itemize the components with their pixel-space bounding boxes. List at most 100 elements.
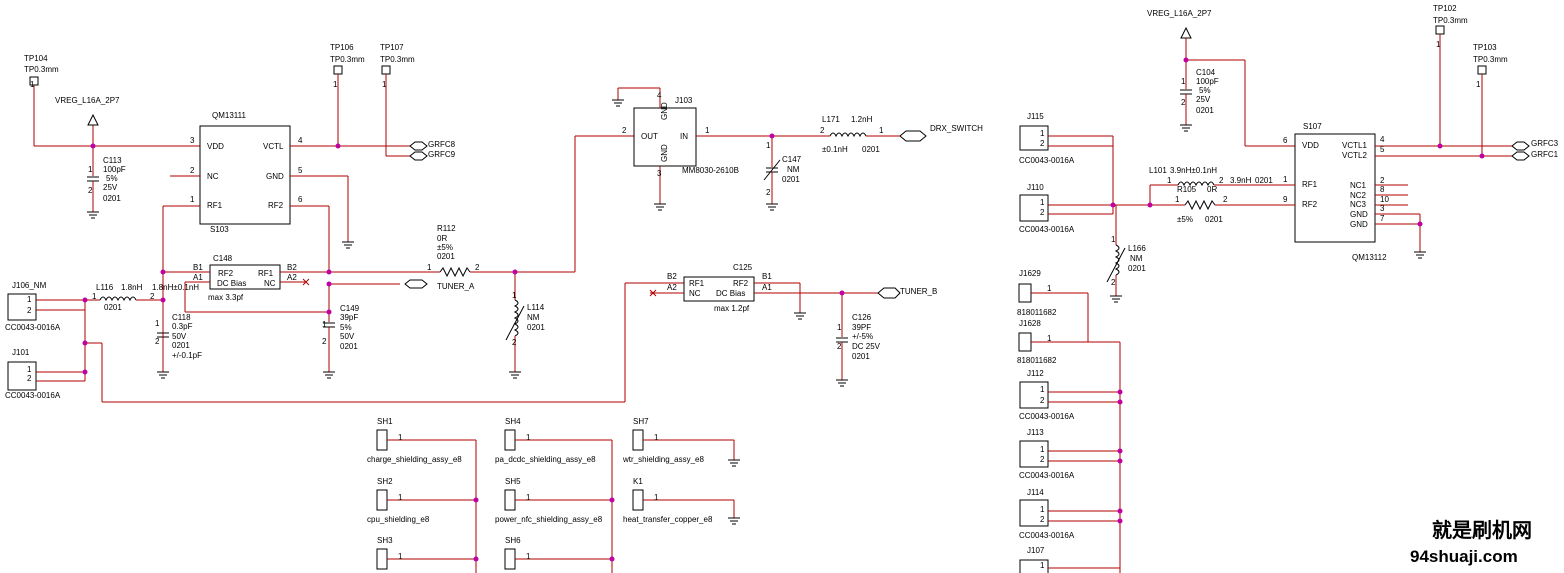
label-s107nc2: NC2 (1350, 191, 1367, 200)
drx-switch-port (899, 130, 927, 142)
wires-middle (611, 87, 927, 387)
label-sh7: SH7 (633, 417, 649, 426)
label-j112p1: 1 (1040, 385, 1045, 394)
label-sh3: SH3 (377, 536, 393, 545)
label-l171t: ±0.1nH (822, 145, 848, 154)
label-c148: C148 (213, 254, 233, 263)
grfc9-port (409, 151, 428, 161)
label-tp103p: 1 (1476, 80, 1481, 89)
label-l101v: 3.9nH±0.1nH (1170, 166, 1217, 175)
label-c148b1: B1 (193, 263, 203, 272)
label-sh5p: 1 (526, 493, 531, 502)
label-c113p2: 2 (88, 186, 93, 195)
label-j113ref: CC0043-0016A (1019, 471, 1075, 480)
label-c148a1: A1 (193, 273, 203, 282)
label-c147v: NM (787, 165, 800, 174)
label-c104: C104 (1196, 68, 1216, 77)
j1629-pad (1018, 283, 1032, 303)
label-c118vv: 50V (172, 332, 187, 341)
l116-inductor (99, 296, 137, 302)
label-j103out: OUT (641, 132, 658, 141)
label-r105s: 0201 (1205, 215, 1223, 224)
label-tuner_a: TUNER_A (437, 282, 475, 291)
label-s103vdd: VDD (207, 142, 224, 151)
label-s107rf1: RF1 (1302, 180, 1318, 189)
label-l171: L171 (822, 115, 840, 124)
label-s107n4: 4 (1380, 135, 1385, 144)
label-l114: L114 (527, 303, 545, 312)
label-c104v: 100pF (1196, 77, 1219, 86)
label-j101: J101 (12, 348, 30, 357)
label-vreg1: VREG_L16A_2P7 (55, 96, 120, 105)
label-l116s: 0201 (104, 303, 122, 312)
s107-qm13112 (1294, 133, 1376, 243)
label-c147s: 0201 (782, 175, 800, 184)
label-l171p2: 2 (820, 126, 825, 135)
label-sh4n: pa_dcdc_shielding_assy_e8 (495, 455, 596, 464)
label-r112: R112 (437, 224, 456, 233)
label-sh6: SH6 (505, 536, 521, 545)
label-j101p2: 2 (27, 374, 32, 383)
label-c104vv: 25V (1196, 95, 1211, 104)
junctions (82, 57, 1485, 562)
label-j101ref: CC0043-0016A (5, 391, 61, 400)
label-s107n2: 2 (1380, 176, 1385, 185)
label-s103: S103 (210, 225, 229, 234)
j112-connector (1019, 381, 1049, 409)
label-grfc9: GRFC9 (428, 150, 456, 159)
label-sh1p: 1 (398, 433, 403, 442)
label-sh2n: cpu_shielding_e8 (367, 515, 430, 524)
j106-connector (7, 293, 37, 321)
label-k1: K1 (633, 477, 643, 486)
label-tp102p: 1 (1436, 40, 1441, 49)
label-c118p1: 1 (155, 319, 160, 328)
label-c125: C125 (733, 263, 753, 272)
label-l101s: 0201 (1255, 176, 1273, 185)
label-s103n1: 1 (190, 195, 195, 204)
label-s103vctl: VCTL (263, 142, 284, 151)
label-tp102v: TP0.3mm (1433, 16, 1468, 25)
label-tp106p: 1 (333, 80, 338, 89)
label-s107n8: 8 (1380, 185, 1385, 194)
label-s107nc1: NC1 (1350, 181, 1367, 190)
label-j106: J106_NM (12, 281, 47, 290)
label-c126v: 39PF (852, 323, 871, 332)
label-l114p2: 2 (512, 338, 517, 347)
label-l114p1: 1 (512, 291, 517, 300)
label-tp104v: TP0.3mm (24, 65, 59, 74)
label-l116p1: 1 (92, 292, 97, 301)
vreg-arrow-left (87, 113, 99, 126)
label-r112t: ±5% (437, 243, 453, 252)
label-r105p2: 2 (1223, 195, 1228, 204)
label-s107gnd2: GND (1350, 220, 1368, 229)
tuner-b-port (877, 287, 901, 299)
label-c148max: max 3.3pf (208, 293, 244, 302)
wires-left (7, 65, 684, 403)
label-c126t: +/-5% (852, 332, 873, 341)
label-j103in: IN (680, 132, 688, 141)
j101-connector (7, 361, 37, 391)
label-c125rf2: RF2 (733, 279, 749, 288)
label-r105v: 0R (1207, 185, 1217, 194)
label-c104p1: 1 (1181, 77, 1186, 86)
label-j107: J107 (1027, 546, 1045, 555)
label-c147p1: 1 (766, 141, 771, 150)
label-r105p1: 1 (1175, 195, 1180, 204)
label-l101p1: 1 (1167, 176, 1172, 185)
label-tp106v: TP0.3mm (330, 55, 365, 64)
watermark-cn: 就是刷机网 (1432, 518, 1532, 542)
label-c125b2: B2 (667, 272, 677, 281)
label-s107n9: 9 (1283, 195, 1288, 204)
label-j110p1: 1 (1040, 198, 1045, 207)
label-s107n3: 3 (1380, 204, 1385, 213)
label-c149v: 39pF (340, 313, 358, 322)
label-c149t: 5% (340, 323, 352, 332)
label-j1629: J1629 (1019, 269, 1041, 278)
label-sh5: SH5 (505, 477, 521, 486)
label-c126vv: DC 25V (852, 342, 881, 351)
grfc1-port (1511, 151, 1530, 161)
label-j112ref: CC0043-0016A (1019, 412, 1075, 421)
watermark: 就是刷机网 94shuaji.com (1410, 518, 1532, 566)
label-s107n7: 7 (1380, 214, 1385, 223)
